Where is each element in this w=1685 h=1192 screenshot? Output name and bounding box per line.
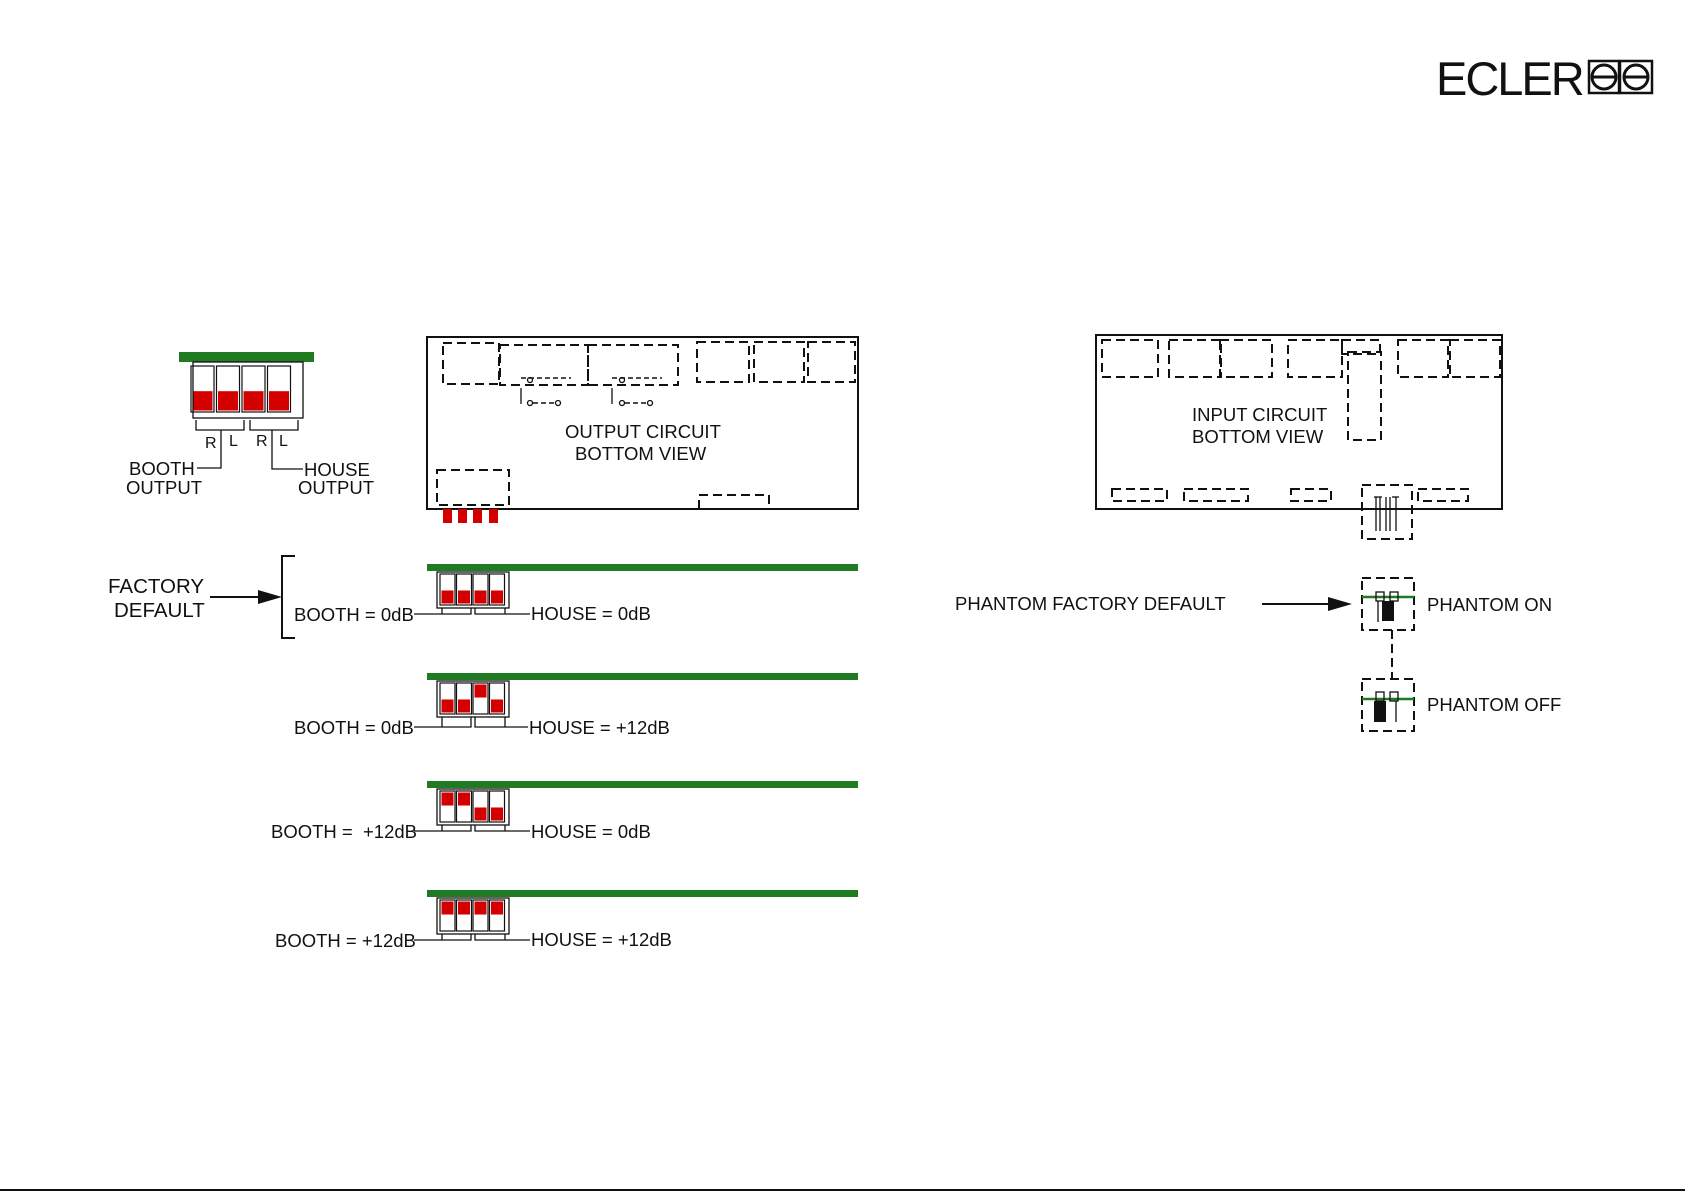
setting-row-3-dip-switch — [440, 791, 505, 822]
setting-row-2-booth: BOOTH = 0dB — [294, 717, 414, 738]
legend-r2: R — [256, 433, 268, 450]
setting-row-3-pcb — [427, 781, 858, 788]
dip-switch-lever-down — [442, 590, 454, 603]
setting-row-2-dip-switch — [440, 683, 505, 714]
dip-switch-lever-down — [218, 391, 238, 410]
input-circuit-board: INPUT CIRCUIT BOTTOM VIEW — [1096, 335, 1502, 539]
setting-row-4-dip-switch — [440, 900, 505, 931]
setting-row-4-house: HOUSE = +12dB — [531, 929, 672, 950]
dip-switch-lever-up — [491, 902, 503, 915]
switch-legend: R L R L BOOTH OUTPUT HOUSE OUTPUT — [126, 352, 374, 498]
factory-default-line2: DEFAULT — [114, 599, 205, 622]
setting-row-2-pcb — [427, 673, 858, 680]
dip-switch-lever-up — [442, 902, 454, 915]
output-relay-symbol-2 — [612, 378, 662, 406]
setting-row-1-booth: BOOTH = 0dB — [294, 604, 414, 625]
setting-row-4: BOOTH = +12dB HOUSE = +12dB — [275, 890, 858, 951]
factory-default-bracket — [282, 556, 295, 638]
dip-switch-lever-down — [458, 699, 470, 712]
input-title-line2: BOTTOM VIEW — [1192, 426, 1324, 447]
phantom-on-jumper — [1362, 578, 1414, 630]
factory-default-marker: FACTORY DEFAULT — [108, 556, 295, 638]
dip-switch-lever-down — [475, 590, 487, 603]
dip-switch-lever-down — [458, 590, 470, 603]
legend-l1: L — [229, 433, 238, 450]
output-relay-symbol-1 — [521, 378, 571, 406]
output-title-line2: BOTTOM VIEW — [575, 443, 707, 464]
dip-switch-lever-down — [442, 699, 454, 712]
setting-row-3-booth: BOOTH = +12dB — [271, 821, 417, 842]
logo-text: ECLER — [1436, 52, 1583, 105]
input-jumper-pins — [1374, 497, 1399, 531]
legend-r1: R — [205, 435, 217, 452]
output-title-line1: OUTPUT CIRCUIT — [565, 421, 721, 442]
legend-booth-line2: OUTPUT — [126, 477, 202, 498]
dip-switch-lever-up — [458, 793, 470, 806]
input-title-line1: INPUT CIRCUIT — [1192, 404, 1327, 425]
setting-row-3-house: HOUSE = 0dB — [531, 821, 651, 842]
phantom-section: PHANTOM FACTORY DEFAULT PHANTOM ON PHANT… — [955, 578, 1561, 731]
setting-row-1-dip-switch — [440, 574, 505, 605]
legend-dip-switch — [191, 366, 291, 412]
output-circuit-board: OUTPUT CIRCUIT BOTTOM VIEW — [427, 337, 858, 523]
setting-row-1-pcb — [427, 564, 858, 571]
factory-default-arrowhead — [258, 590, 282, 604]
dip-switch-lever-down — [269, 391, 289, 410]
dip-switch-lever-down — [475, 807, 487, 820]
legend-booth-line1: BOOTH — [129, 458, 195, 479]
dip-switch-lever-down — [193, 391, 213, 410]
setting-row-1-house: HOUSE = 0dB — [531, 603, 651, 624]
legend-l2: L — [279, 433, 288, 450]
setting-row-2-house: HOUSE = +12dB — [529, 717, 670, 738]
dip-switch-lever-up — [475, 685, 487, 698]
legend-house-line2: OUTPUT — [298, 477, 374, 498]
setting-row-3: BOOTH = +12dB HOUSE = 0dB — [271, 781, 858, 842]
phantom-off-label: PHANTOM OFF — [1427, 694, 1561, 715]
setting-row-4-pcb — [427, 890, 858, 897]
setting-row-2: BOOTH = 0dB HOUSE = +12dB — [294, 673, 858, 738]
legend-pcb-strip — [179, 352, 314, 362]
phantom-factory-default: PHANTOM FACTORY DEFAULT — [955, 593, 1226, 614]
dip-switch-lever-up — [475, 902, 487, 915]
phantom-off-jumper — [1362, 679, 1414, 731]
setting-row-1: BOOTH = 0dB HOUSE = 0dB — [294, 564, 858, 625]
dip-switch-lever-up — [442, 793, 454, 806]
dip-switch-lever-down — [491, 590, 503, 603]
factory-default-line1: FACTORY — [108, 575, 204, 598]
dip-switch-lever-up — [458, 902, 470, 915]
ecler-logo: ECLER — [1436, 52, 1652, 105]
dip-switch-lever-down — [491, 699, 503, 712]
phantom-on-label: PHANTOM ON — [1427, 594, 1552, 615]
dip-switch-lever-down — [244, 391, 264, 410]
phantom-arrowhead — [1328, 597, 1352, 611]
dip-switch-lever-down — [491, 807, 503, 820]
input-jumper-footprint — [1362, 485, 1412, 539]
setting-row-4-booth: BOOTH = +12dB — [275, 930, 416, 951]
